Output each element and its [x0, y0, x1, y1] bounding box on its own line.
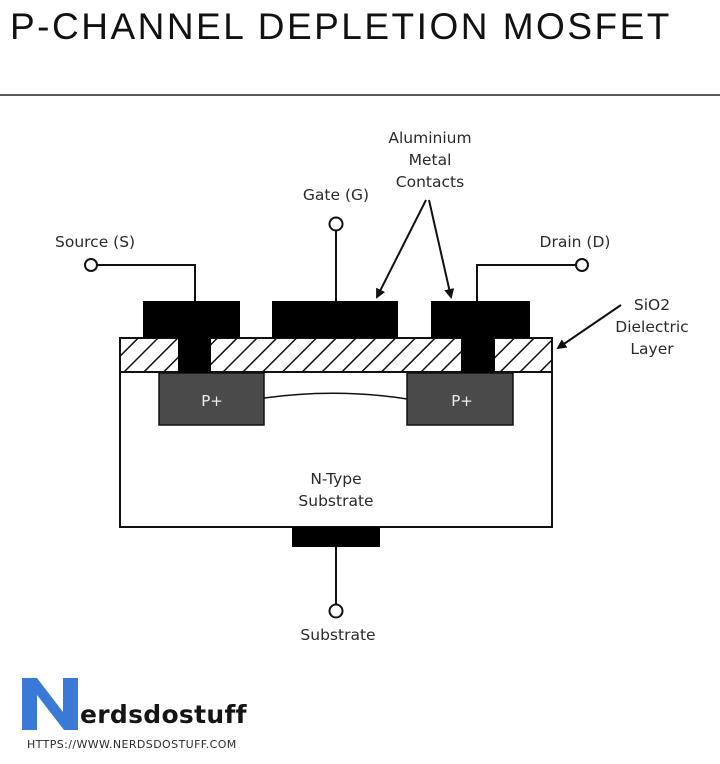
drain-metal-contact	[431, 301, 530, 338]
n-type-label-line1: N-Type	[310, 470, 361, 488]
page-title: P-CHANNEL DEPLETION MOSFET	[10, 6, 672, 47]
source-via	[178, 336, 211, 373]
title-divider	[0, 94, 720, 96]
arrow-to-dielectric	[556, 304, 622, 350]
substrate-terminal-label: Substrate	[300, 626, 375, 644]
dielectric-label-line2: Dielectric	[615, 318, 688, 336]
substrate-terminal	[328, 603, 344, 619]
dielectric-label-line3: Layer	[630, 340, 674, 358]
p-plus-region-source	[158, 372, 265, 426]
metal-contacts-label-line3: Contacts	[396, 173, 464, 191]
p-plus-region-drain	[406, 372, 514, 426]
drain-via	[461, 336, 495, 373]
arrow-to-gate-contact	[376, 199, 427, 299]
drain-terminal	[575, 258, 589, 272]
gate-metal-contact	[272, 301, 398, 338]
metal-contacts-label-line1: Aluminium	[388, 129, 471, 147]
p-plus-label-left: P+	[201, 392, 223, 410]
source-terminal	[84, 258, 98, 272]
logo-n-icon	[22, 678, 78, 730]
source-metal-contact	[143, 301, 240, 338]
dielectric-label-line1: SiO2	[634, 296, 670, 314]
source-wire	[97, 264, 196, 301]
gate-terminal	[328, 216, 344, 232]
metal-contacts-label-line2: Metal	[409, 151, 452, 169]
drain-label: Drain (D)	[540, 233, 611, 251]
n-type-label-line2: Substrate	[298, 492, 373, 510]
logo-url: HTTPS://WWW.NERDSDOSTUFF.COM	[27, 738, 237, 751]
drain-wire	[476, 264, 576, 301]
arrow-to-drain-contact	[428, 199, 455, 299]
source-label: Source (S)	[55, 233, 135, 251]
substrate-metal-contact	[292, 527, 380, 547]
p-channel	[263, 392, 408, 400]
logo-wordmark: erdsdostuff	[80, 700, 247, 729]
p-plus-label-right: P+	[451, 392, 473, 410]
gate-label: Gate (G)	[303, 186, 369, 204]
